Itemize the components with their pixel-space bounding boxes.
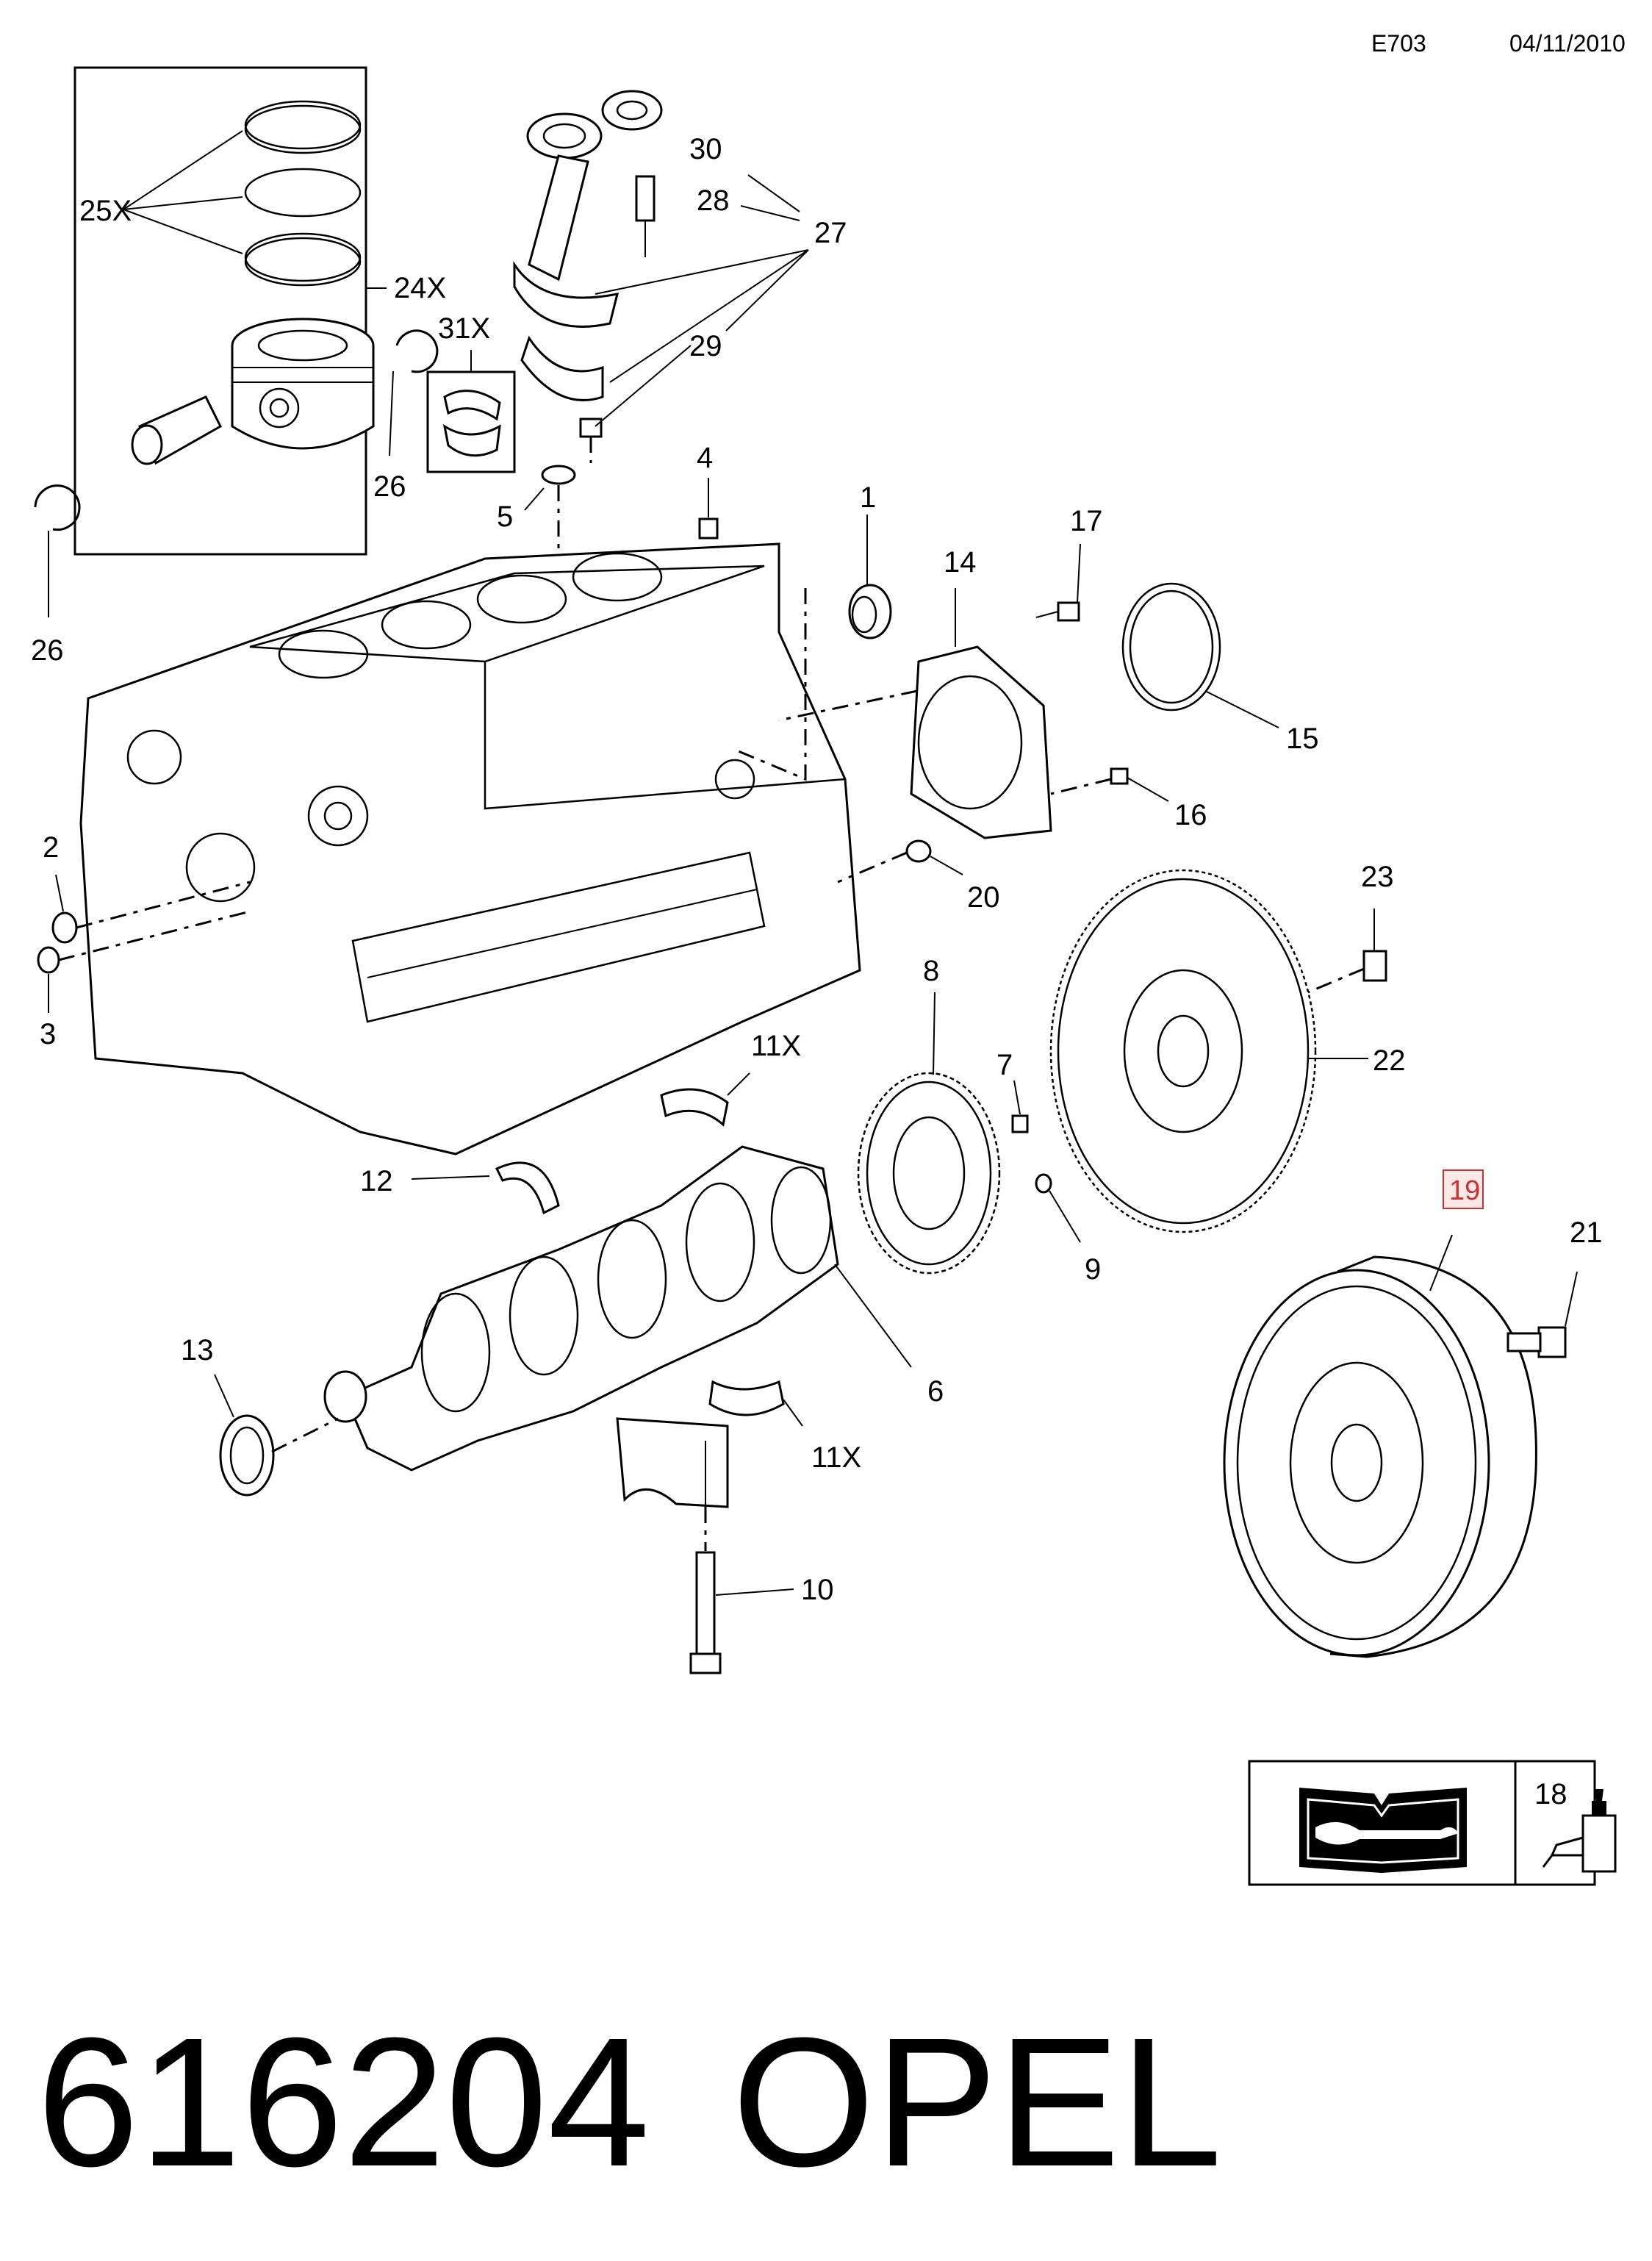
callout-26-outer: 26 [31, 634, 64, 667]
flexplate-22 [1049, 869, 1317, 1233]
main-bearing-cap [616, 1417, 729, 1508]
piston-pin [131, 395, 222, 465]
rear-main-seal-1 [848, 584, 892, 639]
callout-20: 20 [967, 881, 1000, 914]
piston-kit-box [73, 66, 439, 556]
callout-10: 10 [801, 1574, 834, 1606]
callout-12: 12 [360, 1165, 393, 1197]
small-end-bushing [601, 90, 663, 131]
callout-24x: 24X [394, 272, 446, 304]
callout-28: 28 [697, 184, 730, 217]
diagram-code: E703 [1371, 30, 1426, 57]
callout-19: 19 [1449, 1175, 1480, 1206]
callout-26-inner: 26 [373, 470, 406, 503]
housing-dowel-16 [1110, 767, 1129, 785]
flywheel-bolt-21 [1506, 1326, 1567, 1358]
rod-bearing-shell-upper [443, 390, 501, 421]
cylinder-sleeve-plug [541, 465, 576, 485]
callout-4: 4 [697, 442, 713, 474]
block-plug-20 [905, 839, 932, 863]
callout-16: 16 [1174, 799, 1207, 831]
callout-27: 27 [814, 217, 847, 249]
block-plug-4 [698, 517, 719, 540]
callout-17: 17 [1070, 505, 1103, 537]
legend-box: 18 [1248, 1760, 1617, 1886]
callout-23: 23 [1361, 861, 1394, 893]
callout-5: 5 [497, 501, 513, 533]
diagram-date: 04/11/2010 [1509, 30, 1626, 57]
dowel-pin-9 [1035, 1173, 1052, 1194]
callout-15: 15 [1286, 723, 1319, 755]
callout-29: 29 [689, 330, 722, 362]
piston-ring-3 [244, 232, 362, 282]
rear-seal-housing [910, 645, 1052, 839]
callout-25x: 25X [79, 195, 132, 227]
front-crank-seal-13 [219, 1414, 275, 1497]
sealant-tube-icon [1542, 1789, 1617, 1873]
block-plug-2 [51, 911, 78, 944]
engine-block [79, 542, 861, 1155]
callout-2: 2 [43, 831, 59, 864]
piston-ring-2 [244, 168, 362, 218]
callout-21: 21 [1570, 1217, 1603, 1249]
circlip-outer [34, 484, 81, 531]
main-cap-bolt-10 [689, 1551, 722, 1674]
block-plug-3 [37, 946, 60, 974]
rod-nut [579, 418, 603, 438]
callout-7: 7 [996, 1049, 1013, 1081]
flexplate-bolt-23 [1362, 909, 1387, 982]
callout-31x: 31X [438, 312, 490, 345]
callout-9: 9 [1085, 1253, 1101, 1286]
repair-manual-icon [1299, 1788, 1467, 1873]
callout-13: 13 [181, 1334, 214, 1366]
housing-gasket-15 [1121, 582, 1221, 712]
callout-3: 3 [40, 1018, 56, 1050]
piston-kit-frame [73, 66, 367, 556]
cylinder-bore-1 [278, 629, 369, 679]
callout-11x-upper: 11X [751, 1030, 801, 1062]
thrust-washer-12 [495, 1161, 560, 1215]
main-bearing-lower [708, 1380, 785, 1416]
main-bearing-upper [660, 1088, 729, 1127]
callout-1: 1 [860, 481, 876, 514]
connecting-rod [513, 112, 620, 401]
callout-19-highlight[interactable] [1443, 1169, 1484, 1209]
reluctor-ring-8 [857, 1072, 1001, 1275]
housing-bolt-17 [1035, 601, 1080, 622]
brand-name: OPEL [732, 1999, 1222, 2204]
rod-bearing-box [426, 370, 516, 473]
callout-22: 22 [1373, 1044, 1406, 1077]
callout-8: 8 [923, 955, 939, 987]
circlip-inner [395, 329, 439, 373]
cylinder-bore-4 [572, 552, 663, 602]
piston-ring-1 [244, 100, 362, 150]
reluctor-screw-7 [1011, 1114, 1029, 1133]
piston [231, 318, 375, 450]
rod-bearing-shell-lower [442, 423, 501, 457]
callout-18: 18 [1534, 1778, 1567, 1810]
callout-30: 30 [689, 133, 722, 165]
cylinder-bore-2 [381, 600, 472, 650]
callout-6: 6 [927, 1375, 944, 1408]
callout-14: 14 [944, 546, 977, 578]
cylinder-bore-3 [476, 574, 567, 624]
crankshaft [323, 1145, 839, 1472]
rod-bolt [635, 175, 656, 257]
dual-mass-flywheel-19 [1223, 1255, 1537, 1658]
callout-11x-lower: 11X [811, 1441, 861, 1474]
part-number: 616204 [37, 1999, 650, 2204]
